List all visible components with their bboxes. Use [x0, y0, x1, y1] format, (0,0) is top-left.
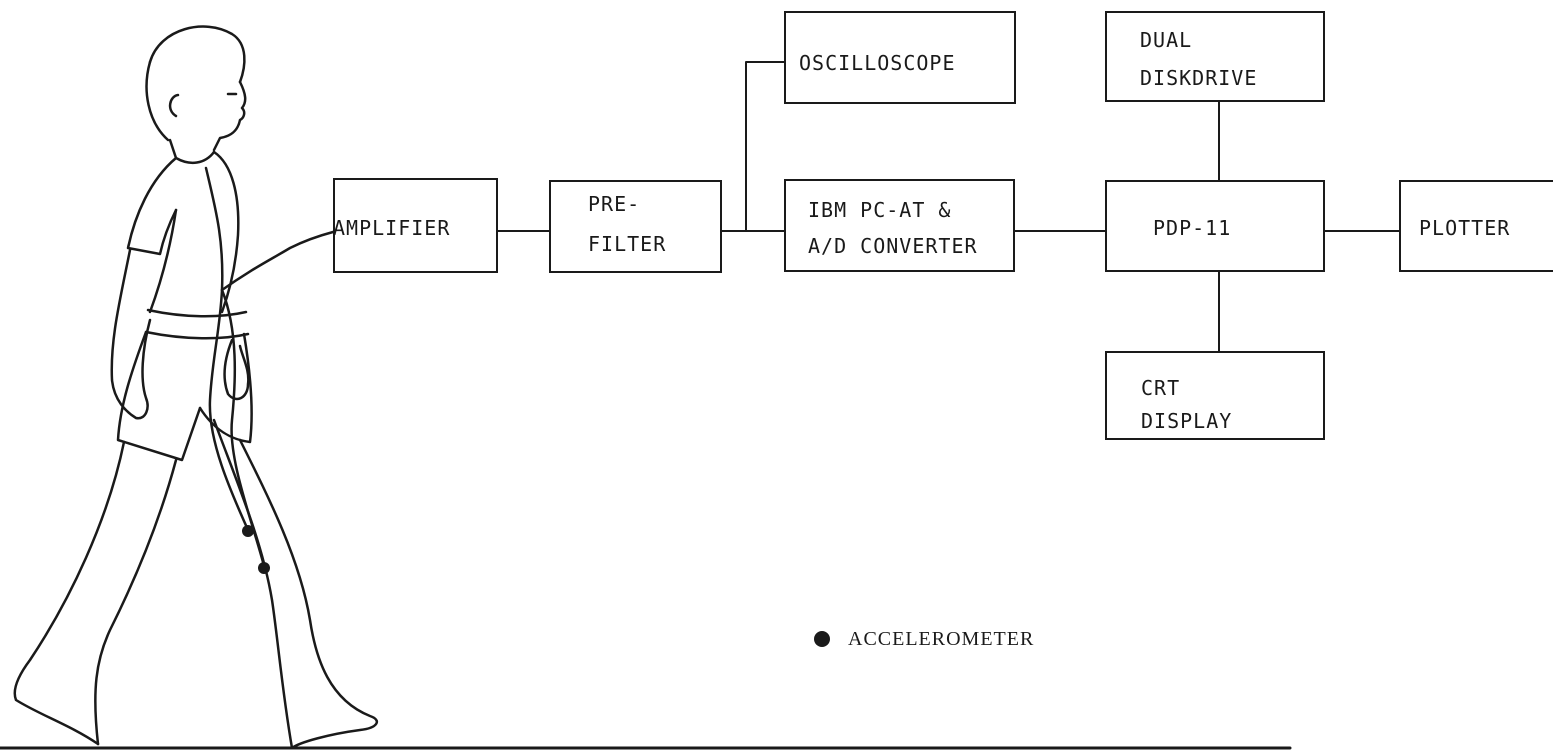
- crt-display-label-line2: DISPLAY: [1141, 411, 1232, 431]
- prefilter-label-line2: FILTER: [588, 234, 666, 254]
- pdp-11-label: PDP-11: [1153, 218, 1231, 238]
- dual-diskdrive-label-line2: DISKDRIVE: [1140, 68, 1257, 88]
- legend-dot-icon: [814, 631, 830, 647]
- oscilloscope-label: OSCILLOSCOPE: [799, 53, 956, 73]
- walking-child-figure: [15, 27, 377, 748]
- dual-diskdrive-label-line1: DUAL: [1140, 30, 1192, 50]
- connector-to-oscilloscope: [746, 62, 784, 231]
- legend-accelerometer-label: ACCELEROMETER: [848, 629, 1034, 649]
- ibm-pc-block: [784, 179, 1015, 272]
- plotter-label: PLOTTER: [1419, 218, 1510, 238]
- ibm-pc-label-line2: A/D CONVERTER: [808, 236, 978, 256]
- accelerometer-sensor-shank: [258, 562, 270, 574]
- accelerometer-sensor-knee: [242, 525, 254, 537]
- ibm-pc-label-line1: IBM PC-AT &: [808, 200, 951, 220]
- prefilter-label-line1: PRE-: [588, 194, 640, 214]
- crt-display-label-line1: CRT: [1141, 378, 1180, 398]
- amplifier-label: AMPLIFIER: [333, 218, 450, 238]
